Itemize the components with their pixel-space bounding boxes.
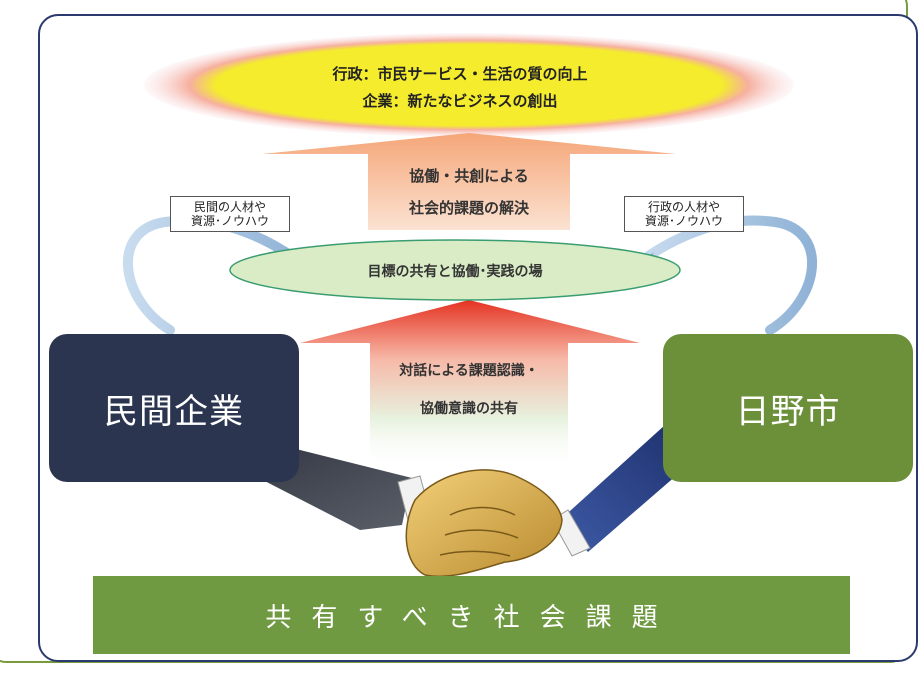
lower-arrow-line2: 協働意識の共有 <box>420 401 518 417</box>
upper-arrow-line2: 社会的課題の解決 <box>408 199 529 217</box>
social-issues-bar: 共有すべき社会課題 <box>93 576 850 654</box>
private-resources-box: 民間の人材や 資源･ノウハウ <box>170 196 290 232</box>
public-resources-box: 行政の人材や 資源･ノウハウ <box>624 196 744 232</box>
upper-arrow <box>262 133 676 230</box>
curved-arrow-right-icon <box>635 215 817 335</box>
goal-ellipse <box>144 33 794 137</box>
public-resources-line1: 行政の人材や <box>647 200 720 214</box>
goal-line-company: 企業：新たなビジネスの創出 <box>362 92 558 110</box>
shared-field-label: 目標の共有と協働･実践の場 <box>367 264 543 280</box>
private-resources-line2: 資源･ノウハウ <box>190 214 269 228</box>
public-resources-line2: 資源･ノウハウ <box>644 214 723 228</box>
lower-arrow-line1: 対話による課題認識・ <box>399 363 539 379</box>
hino-city-box: 日野市 <box>663 334 913 482</box>
upper-arrow-line1: 協働・共創による <box>409 167 529 185</box>
lower-arrow <box>300 300 640 470</box>
private-resources-line1: 民間の人材や <box>193 200 266 214</box>
private-company-box: 民間企業 <box>49 334 299 482</box>
curved-arrow-left-icon <box>123 215 305 335</box>
goal-line-government: 行政：市民サービス・生活の質の向上 <box>332 65 588 83</box>
shared-field-ellipse <box>229 239 681 301</box>
